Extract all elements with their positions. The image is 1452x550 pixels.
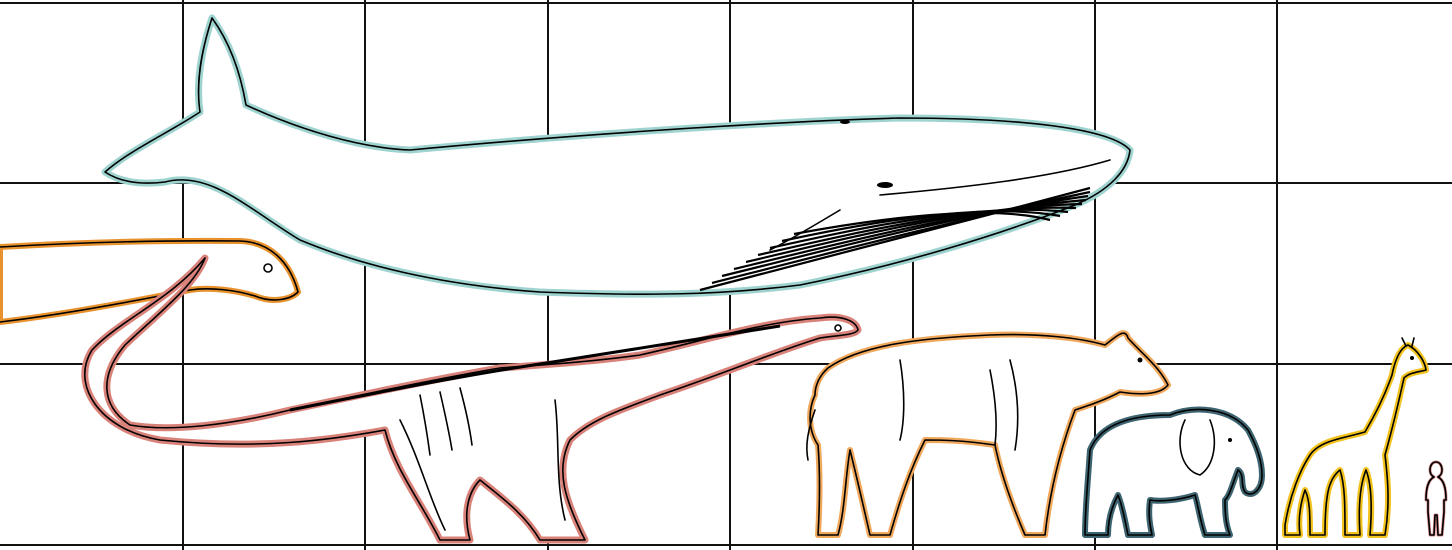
sauropod-silhouette — [85, 258, 858, 540]
elephant-silhouette — [1085, 410, 1262, 535]
giraffe-silhouette — [1285, 338, 1426, 535]
sauropod-outline — [85, 258, 858, 540]
human-silhouette — [1426, 462, 1446, 535]
paraceratherium-eye-icon — [1138, 358, 1143, 363]
giraffe-eye-icon — [1410, 356, 1414, 360]
elephant-outline — [1085, 410, 1262, 535]
blue-whale-eye — [877, 182, 893, 188]
giraffe-outline — [1285, 345, 1426, 535]
elephant-eye-icon — [1228, 438, 1232, 442]
blue-whale-blowhole — [840, 120, 850, 124]
